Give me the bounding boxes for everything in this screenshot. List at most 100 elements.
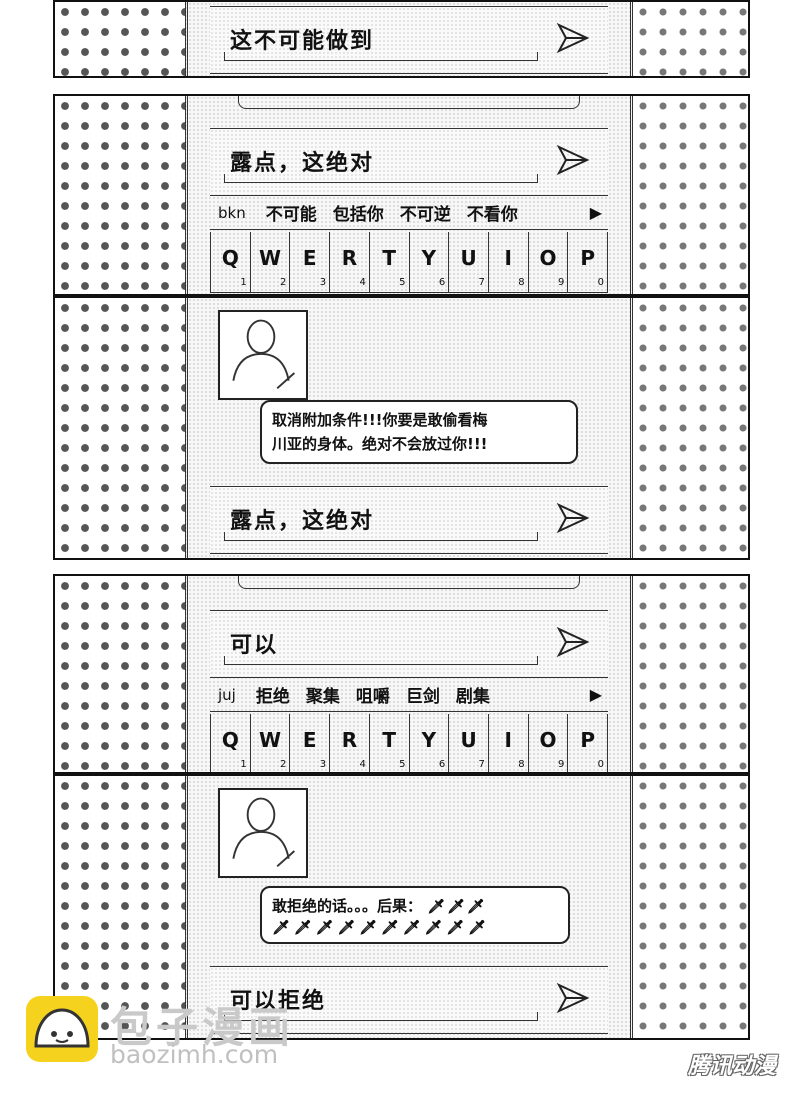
ime-pinyin: bkn: [218, 203, 246, 222]
send-arrow-icon[interactable]: [556, 501, 590, 535]
ime-candidate[interactable]: 不看你: [466, 205, 518, 225]
ime-candidate[interactable]: 拒绝: [255, 687, 290, 707]
watermark-en: baozimh.com: [110, 1040, 279, 1069]
ime-candidate[interactable]: 咀嚼: [355, 687, 390, 707]
tencent-watermark: 腾讯动漫: [687, 1054, 776, 1079]
dot-pattern: [55, 776, 185, 1038]
message-input-bar[interactable]: 可以: [210, 610, 608, 678]
message-input-bar[interactable]: 露点，这绝对: [210, 486, 608, 554]
message-input-bar[interactable]: 这不可能做到: [210, 6, 608, 74]
panel-1: 这不可能做到: [53, 0, 750, 78]
dot-pattern: [55, 2, 185, 76]
phone-screen: 取消附加条件!!!你要是敢偷看梅 川亚的身体。绝对不会放过你!!! 露点，这绝对: [185, 298, 633, 558]
ime-suggestion-bar: bkn 不可能 包括你 不可逆 不看你 ▶: [210, 196, 608, 230]
ime-candidate[interactable]: 不可能: [265, 205, 317, 225]
watermark-cn: 包子漫画: [110, 1003, 295, 1052]
key-label: Q: [221, 728, 239, 752]
play-triangle-icon[interactable]: ▶: [589, 203, 602, 222]
message-input-text[interactable]: 可以拒绝: [230, 989, 327, 1014]
key-number: 3: [319, 277, 327, 288]
message-input-text[interactable]: 可以: [230, 633, 279, 658]
input-underline: [224, 1012, 538, 1021]
message-input-bar[interactable]: 露点，这绝对: [210, 128, 608, 196]
send-arrow-icon[interactable]: [556, 981, 590, 1015]
person-avatar-icon: [218, 310, 308, 400]
key-number: 7: [478, 759, 485, 770]
key-label: T: [382, 246, 396, 270]
key-label: O: [539, 246, 557, 270]
message-bubble: 取消附加条件!!!你要是敢偷看梅 川亚的身体。绝对不会放过你!!!: [260, 400, 578, 464]
key-number: 0: [597, 277, 605, 288]
key-number: 9: [557, 277, 565, 288]
panel-5: 敢拒绝的话。。。后果： 🗡🗡🗡 🗡🗡🗡🗡🗡🗡🗡🗡🗡🗡 可以拒绝: [53, 774, 750, 1040]
ime-candidate[interactable]: 剧集: [455, 687, 490, 707]
key-label: T: [382, 728, 396, 752]
dot-pattern: [55, 96, 185, 294]
ime-candidate[interactable]: 巨剑: [405, 687, 440, 707]
ime-candidate[interactable]: 聚集: [305, 687, 340, 707]
key-number: 0: [597, 759, 605, 770]
key-number: 2: [280, 277, 287, 288]
input-underline: [224, 532, 538, 541]
previous-message-edge: [238, 96, 580, 109]
message-input-bar[interactable]: 可以拒绝: [210, 966, 608, 1034]
key-number: 1: [240, 277, 247, 288]
key-number: 5: [399, 759, 406, 770]
key-label: P: [580, 246, 596, 270]
key-label: I: [504, 728, 512, 752]
key-label: R: [341, 246, 358, 270]
phone-screen: 敢拒绝的话。。。后果： 🗡🗡🗡 🗡🗡🗡🗡🗡🗡🗡🗡🗡🗡 可以拒绝: [185, 776, 633, 1038]
key-label: Y: [421, 728, 437, 752]
message-input-text[interactable]: 这不可能做到: [230, 29, 375, 54]
key-label: Q: [221, 246, 239, 270]
key-label: U: [460, 728, 477, 752]
message-input-text[interactable]: 露点，这绝对: [230, 509, 375, 534]
dot-pattern: [633, 298, 748, 558]
dot-pattern: [633, 2, 748, 76]
key-label: Y: [421, 246, 437, 270]
send-arrow-icon[interactable]: [556, 625, 590, 659]
ime-candidate[interactable]: 包括你: [332, 205, 384, 225]
dot-pattern: [55, 298, 185, 558]
key-number: 8: [518, 277, 525, 288]
key-label: W: [259, 246, 282, 270]
send-arrow-icon[interactable]: [556, 21, 590, 55]
dot-pattern: [633, 776, 748, 1038]
play-triangle-icon[interactable]: ▶: [589, 685, 602, 704]
key-label: P: [580, 728, 596, 752]
input-underline: [224, 656, 538, 665]
sword-icon: 🗡🗡🗡🗡🗡🗡🗡🗡🗡🗡: [272, 920, 490, 936]
person-avatar-icon: [218, 788, 308, 878]
message-input-text[interactable]: 露点，这绝对: [230, 151, 375, 176]
input-underline: [224, 174, 538, 183]
message-line: 敢拒绝的话。。。后果：: [272, 897, 423, 915]
message-line: 取消附加条件!!!你要是敢偷看梅: [272, 411, 488, 429]
ime-candidate[interactable]: 不可逆: [399, 205, 451, 225]
key-number: 1: [240, 759, 247, 770]
baozi-logo-icon: [26, 996, 98, 1062]
send-arrow-icon[interactable]: [556, 143, 590, 177]
